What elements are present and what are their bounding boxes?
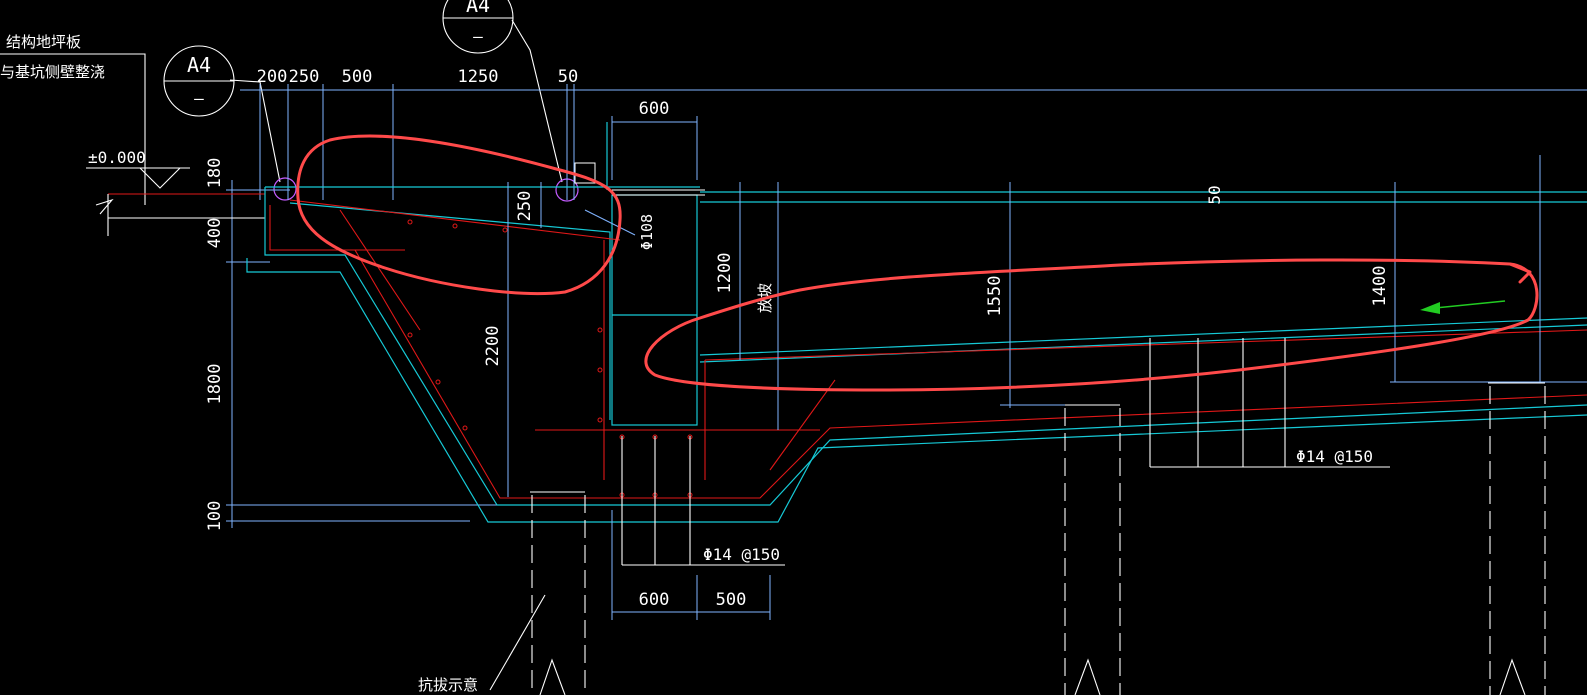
dim-1550-group: 1550 bbox=[985, 182, 1110, 408]
dim-1400: 1400 bbox=[1370, 266, 1390, 307]
bottom-rebar-group: Φ14 @150 600 500 bbox=[611, 436, 785, 620]
callout-sub: — bbox=[194, 89, 204, 108]
callout-sub: — bbox=[473, 27, 483, 46]
green-arrow bbox=[1420, 300, 1506, 314]
left-dimension-chain: 180 400 1800 100 bbox=[205, 158, 500, 532]
dim-200: 200 bbox=[257, 67, 288, 87]
detail-circle-left bbox=[273, 177, 297, 201]
markup-ellipse-right[interactable] bbox=[644, 258, 1539, 392]
dim-250-top: 250 bbox=[289, 67, 320, 87]
slab-note-leader bbox=[0, 53, 146, 205]
markup-tail bbox=[1508, 262, 1532, 284]
callout-leader bbox=[511, 19, 563, 183]
pipe-label: Φ108 bbox=[638, 214, 656, 250]
ground-slab-left bbox=[95, 193, 265, 236]
dim-1550: 1550 bbox=[985, 276, 1005, 317]
dim-2200-group: 250 2200 bbox=[483, 182, 542, 497]
dim-50-top: 50 bbox=[558, 67, 578, 87]
slab-note: 结构地坪板 与基坑侧壁整浇 bbox=[0, 33, 146, 205]
slab-note-line-2: 与基坑侧壁整浇 bbox=[0, 63, 105, 81]
dim-600-top-group: 600 bbox=[611, 99, 698, 180]
dim-1200-group: 1200 放坡 bbox=[715, 182, 779, 430]
markup-ellipse-left[interactable] bbox=[296, 134, 622, 296]
rebar-right-label: Φ14 @150 bbox=[1296, 447, 1373, 466]
dim-180: 180 bbox=[205, 158, 225, 189]
dim-600-bottom: 600 bbox=[639, 590, 670, 610]
dim-50-right: 50 bbox=[1205, 185, 1224, 204]
callout-leader bbox=[229, 79, 281, 183]
dim-250-vertical: 250 bbox=[515, 191, 535, 222]
pile-note: 抗拔示意 bbox=[418, 594, 546, 694]
pit-wall-outline bbox=[246, 186, 1587, 523]
dim-600-top: 600 bbox=[639, 99, 670, 119]
dim-1800: 1800 bbox=[205, 364, 225, 405]
piles bbox=[530, 382, 1546, 695]
dim-2200: 2200 bbox=[483, 326, 503, 367]
pile-note-text: 抗拔示意 bbox=[418, 676, 478, 694]
dim-1200: 1200 bbox=[715, 253, 735, 294]
pipe-leader bbox=[584, 209, 636, 236]
callout-id: A4 bbox=[466, 0, 490, 17]
dim-1400-group: 1400 bbox=[1370, 155, 1587, 383]
callout-id: A4 bbox=[187, 53, 211, 77]
callout-a4-left[interactable]: A4 — bbox=[163, 45, 281, 183]
callout-a4-top[interactable]: A4 — bbox=[442, 0, 563, 183]
dim-500-bottom: 500 bbox=[716, 590, 747, 610]
dim-500: 500 bbox=[342, 67, 373, 87]
dim-1250: 1250 bbox=[458, 67, 499, 87]
rebar-dots bbox=[407, 219, 693, 498]
rebar-lines bbox=[269, 199, 1587, 499]
dim-100: 100 bbox=[205, 501, 225, 532]
sump-box bbox=[574, 122, 705, 426]
right-rebar-group: Φ14 @150 bbox=[1149, 338, 1390, 468]
elevation-label: ±0.000 bbox=[88, 148, 146, 167]
dim-400: 400 bbox=[205, 218, 225, 249]
top-dimension-chain: 200 250 500 1250 50 bbox=[240, 67, 1587, 200]
elevation-marker: ±0.000 bbox=[86, 148, 190, 189]
rebar-bottom-label: Φ14 @150 bbox=[703, 545, 780, 564]
slab-note-line-1: 结构地坪板 bbox=[6, 33, 81, 51]
